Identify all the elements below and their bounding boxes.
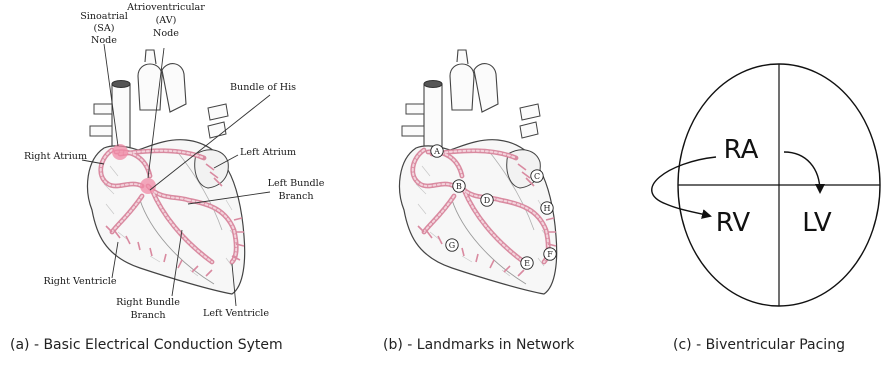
landmark-label: C xyxy=(534,172,540,181)
label-av-line1: Atrioventricular xyxy=(126,2,205,13)
landmark-f: F xyxy=(544,248,556,260)
sa-node-marker xyxy=(112,144,128,160)
caption-panel-a: (a) - Basic Electrical Conduction Sytem xyxy=(10,337,283,353)
landmark-g: G xyxy=(446,239,458,251)
label-left-ventricle: Left Ventricle xyxy=(203,308,269,319)
label-lbb-line1: Left Bundle xyxy=(268,178,325,189)
landmark-label: A xyxy=(433,147,440,156)
label-left-atrium: Left Atrium xyxy=(240,147,296,158)
label-rbb-line2: Branch xyxy=(130,310,165,321)
landmark-d: D xyxy=(481,194,493,206)
panel-c: RA RV LV xyxy=(652,64,880,306)
landmark-label: G xyxy=(449,241,455,250)
label-sa-line1: Sinoatrial xyxy=(80,11,128,22)
landmark-label: D xyxy=(484,196,490,205)
landmark-label: E xyxy=(524,259,530,268)
heart-illustration-a xyxy=(88,50,245,294)
panel-a: Sinoatrial (SA) Node Atrioventricular (A… xyxy=(24,2,325,321)
chamber-rv: RV xyxy=(716,208,751,238)
landmark-label: B xyxy=(456,182,462,191)
chamber-lv: LV xyxy=(802,208,832,238)
label-av-line2: (AV) xyxy=(156,15,177,26)
chamber-ra: RA xyxy=(724,135,759,165)
caption-panel-b: (b) - Landmarks in Network xyxy=(383,337,574,353)
label-av-line3: Node xyxy=(153,28,179,39)
panel-b: A B C D E F G H xyxy=(400,50,557,294)
landmark-label: F xyxy=(547,250,553,259)
label-sa-line2: (SA) xyxy=(94,23,115,34)
label-bundle-his: Bundle of His xyxy=(230,82,296,93)
landmark-c: C xyxy=(531,170,543,182)
caption-panel-c: (c) - Biventricular Pacing xyxy=(673,337,845,353)
landmark-b: B xyxy=(453,180,465,192)
label-lbb-line2: Branch xyxy=(278,191,313,202)
label-right-atrium: Right Atrium xyxy=(24,151,87,162)
landmark-e: E xyxy=(521,257,533,269)
av-node-marker xyxy=(140,178,156,194)
label-right-ventricle: Right Ventricle xyxy=(43,276,116,287)
label-sa-line3: Node xyxy=(91,35,117,46)
landmark-h: H xyxy=(541,202,553,214)
landmark-label: H xyxy=(544,204,551,213)
label-rbb-line1: Right Bundle xyxy=(116,297,180,308)
landmark-a: A xyxy=(431,145,443,157)
